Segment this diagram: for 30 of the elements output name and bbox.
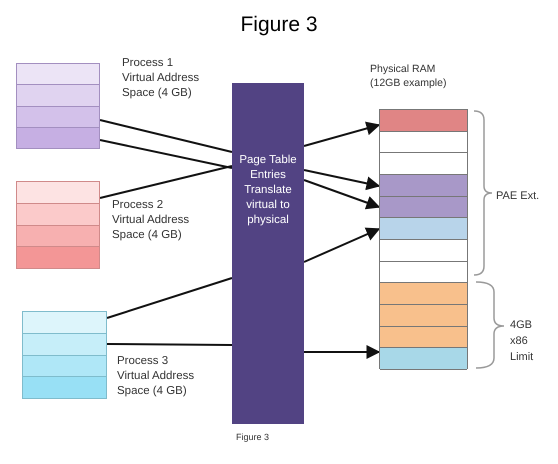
memory-block: [380, 218, 467, 240]
memory-block: [380, 196, 467, 218]
memory-block: [380, 283, 467, 305]
memory-block: [380, 132, 467, 154]
process-label: Process 3 Virtual Address Space (4 GB): [117, 354, 196, 399]
bracket-label: PAE Ext.: [496, 189, 540, 204]
arrow: [304, 179, 380, 210]
connector-line: [100, 139, 232, 169]
memory-block: [380, 262, 467, 284]
memory-block: [380, 110, 467, 132]
arrow: [304, 122, 380, 147]
arrow: [304, 345, 380, 359]
memory-block: [380, 305, 467, 327]
connector-line: [100, 119, 232, 153]
memory-block: [380, 175, 467, 197]
memory-block: [380, 348, 467, 370]
connector-line: [100, 165, 232, 199]
connector-line: [107, 343, 232, 346]
bracket-label: 4GB x86 Limit: [510, 318, 534, 365]
process-label: Process 2 Virtual Address Space (4 GB): [112, 198, 190, 243]
process-label: Process 1 Virtual Address Space (4 GB): [122, 56, 200, 101]
connector-line: [106, 277, 232, 319]
arrow: [304, 228, 380, 263]
arrow: [304, 169, 380, 190]
title: Figure 3: [239, 12, 319, 38]
caption: Figure 3: [236, 431, 270, 444]
memory-block: [380, 326, 467, 348]
ram-label: Physical RAM (12GB example): [370, 62, 448, 90]
page-table-bar: [232, 83, 304, 424]
page-table-text: Page Table Entries Translate virtual to physical: [238, 153, 298, 228]
